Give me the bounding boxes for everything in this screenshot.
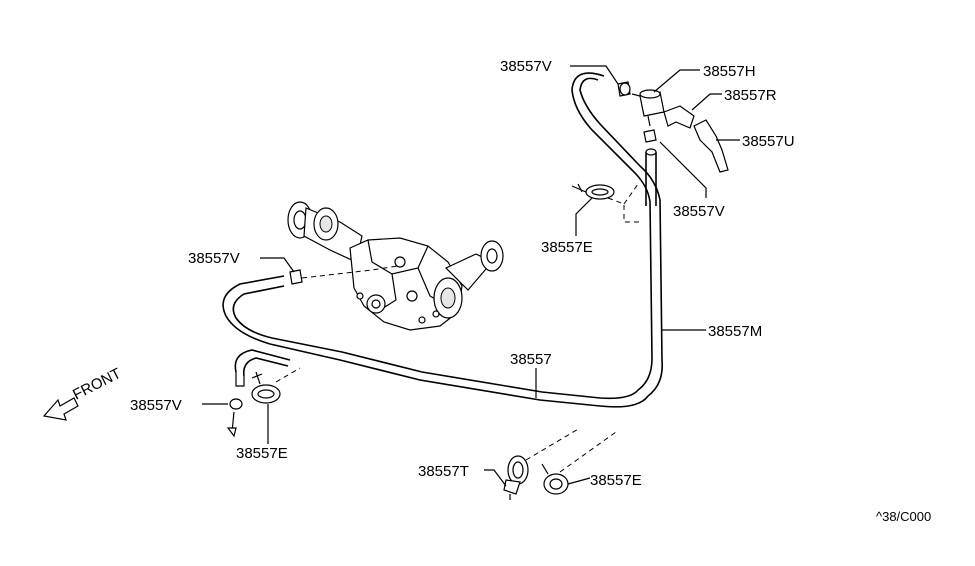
clip-38557v-right — [643, 129, 657, 143]
cap-38557h — [631, 89, 665, 127]
hose-38557m — [571, 72, 664, 397]
hose-38557 — [222, 275, 649, 408]
clamp-38557e-left — [251, 371, 281, 404]
front-label: FRONT — [70, 365, 124, 404]
label-38557e-bottom: 38557E — [590, 472, 642, 489]
reference-lines — [275, 183, 640, 473]
label-38557e-mid: 38557E — [541, 239, 593, 256]
label-38557v-right: 38557V — [673, 203, 725, 220]
differential-assembly — [287, 201, 504, 331]
label-38557h: 38557H — [703, 63, 756, 80]
label-38557: 38557 — [510, 351, 552, 368]
clamp-38557e-bottom — [541, 463, 569, 495]
clamp-38557t — [503, 455, 529, 500]
clamp-38557e-mid — [571, 183, 615, 200]
front-arrow-icon — [42, 397, 79, 421]
diagram-code: ^38/C000 — [876, 509, 931, 524]
label-38557v-bottom-left: 38557V — [130, 397, 182, 414]
label-38557t: 38557T — [418, 463, 469, 480]
label-38557v-top: 38557V — [500, 58, 552, 75]
clip-38557v-top — [617, 81, 631, 97]
label-38557m: 38557M — [708, 323, 762, 340]
leader-lines — [202, 65, 740, 487]
label-38557r: 38557R — [724, 87, 777, 104]
bracket-38557r — [663, 105, 695, 129]
label-38557v-left: 38557V — [188, 250, 240, 267]
clip-38557v-bottom-left — [226, 398, 243, 438]
label-38557e-left: 38557E — [236, 445, 288, 462]
bracket-38557u — [693, 119, 729, 173]
clip-38557v-left — [289, 269, 303, 285]
label-38557u: 38557U — [742, 133, 795, 150]
